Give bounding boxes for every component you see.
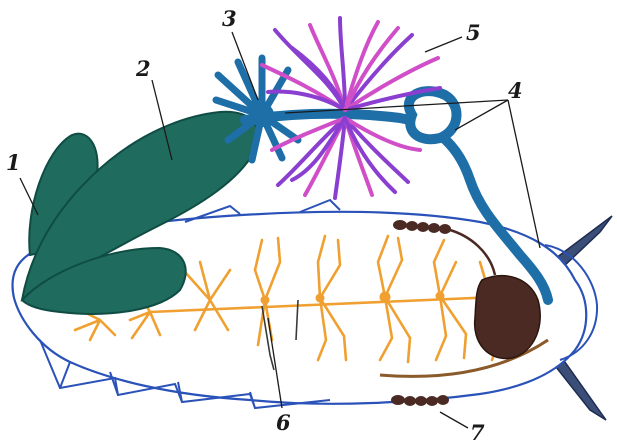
label-5: 5 xyxy=(466,20,481,45)
ovary-mass xyxy=(475,276,541,359)
label-7: 7 xyxy=(470,420,485,445)
label-4: 4 xyxy=(508,78,523,103)
label-6: 6 xyxy=(276,410,291,435)
antenna-top xyxy=(556,216,612,268)
label-2: 2 xyxy=(135,56,151,81)
label-3: 3 xyxy=(222,6,237,31)
ovarioles-bottom xyxy=(391,395,449,406)
accessory-tufts-lower xyxy=(272,118,420,198)
duct-loop xyxy=(409,91,457,139)
label-1: 1 xyxy=(6,150,21,175)
